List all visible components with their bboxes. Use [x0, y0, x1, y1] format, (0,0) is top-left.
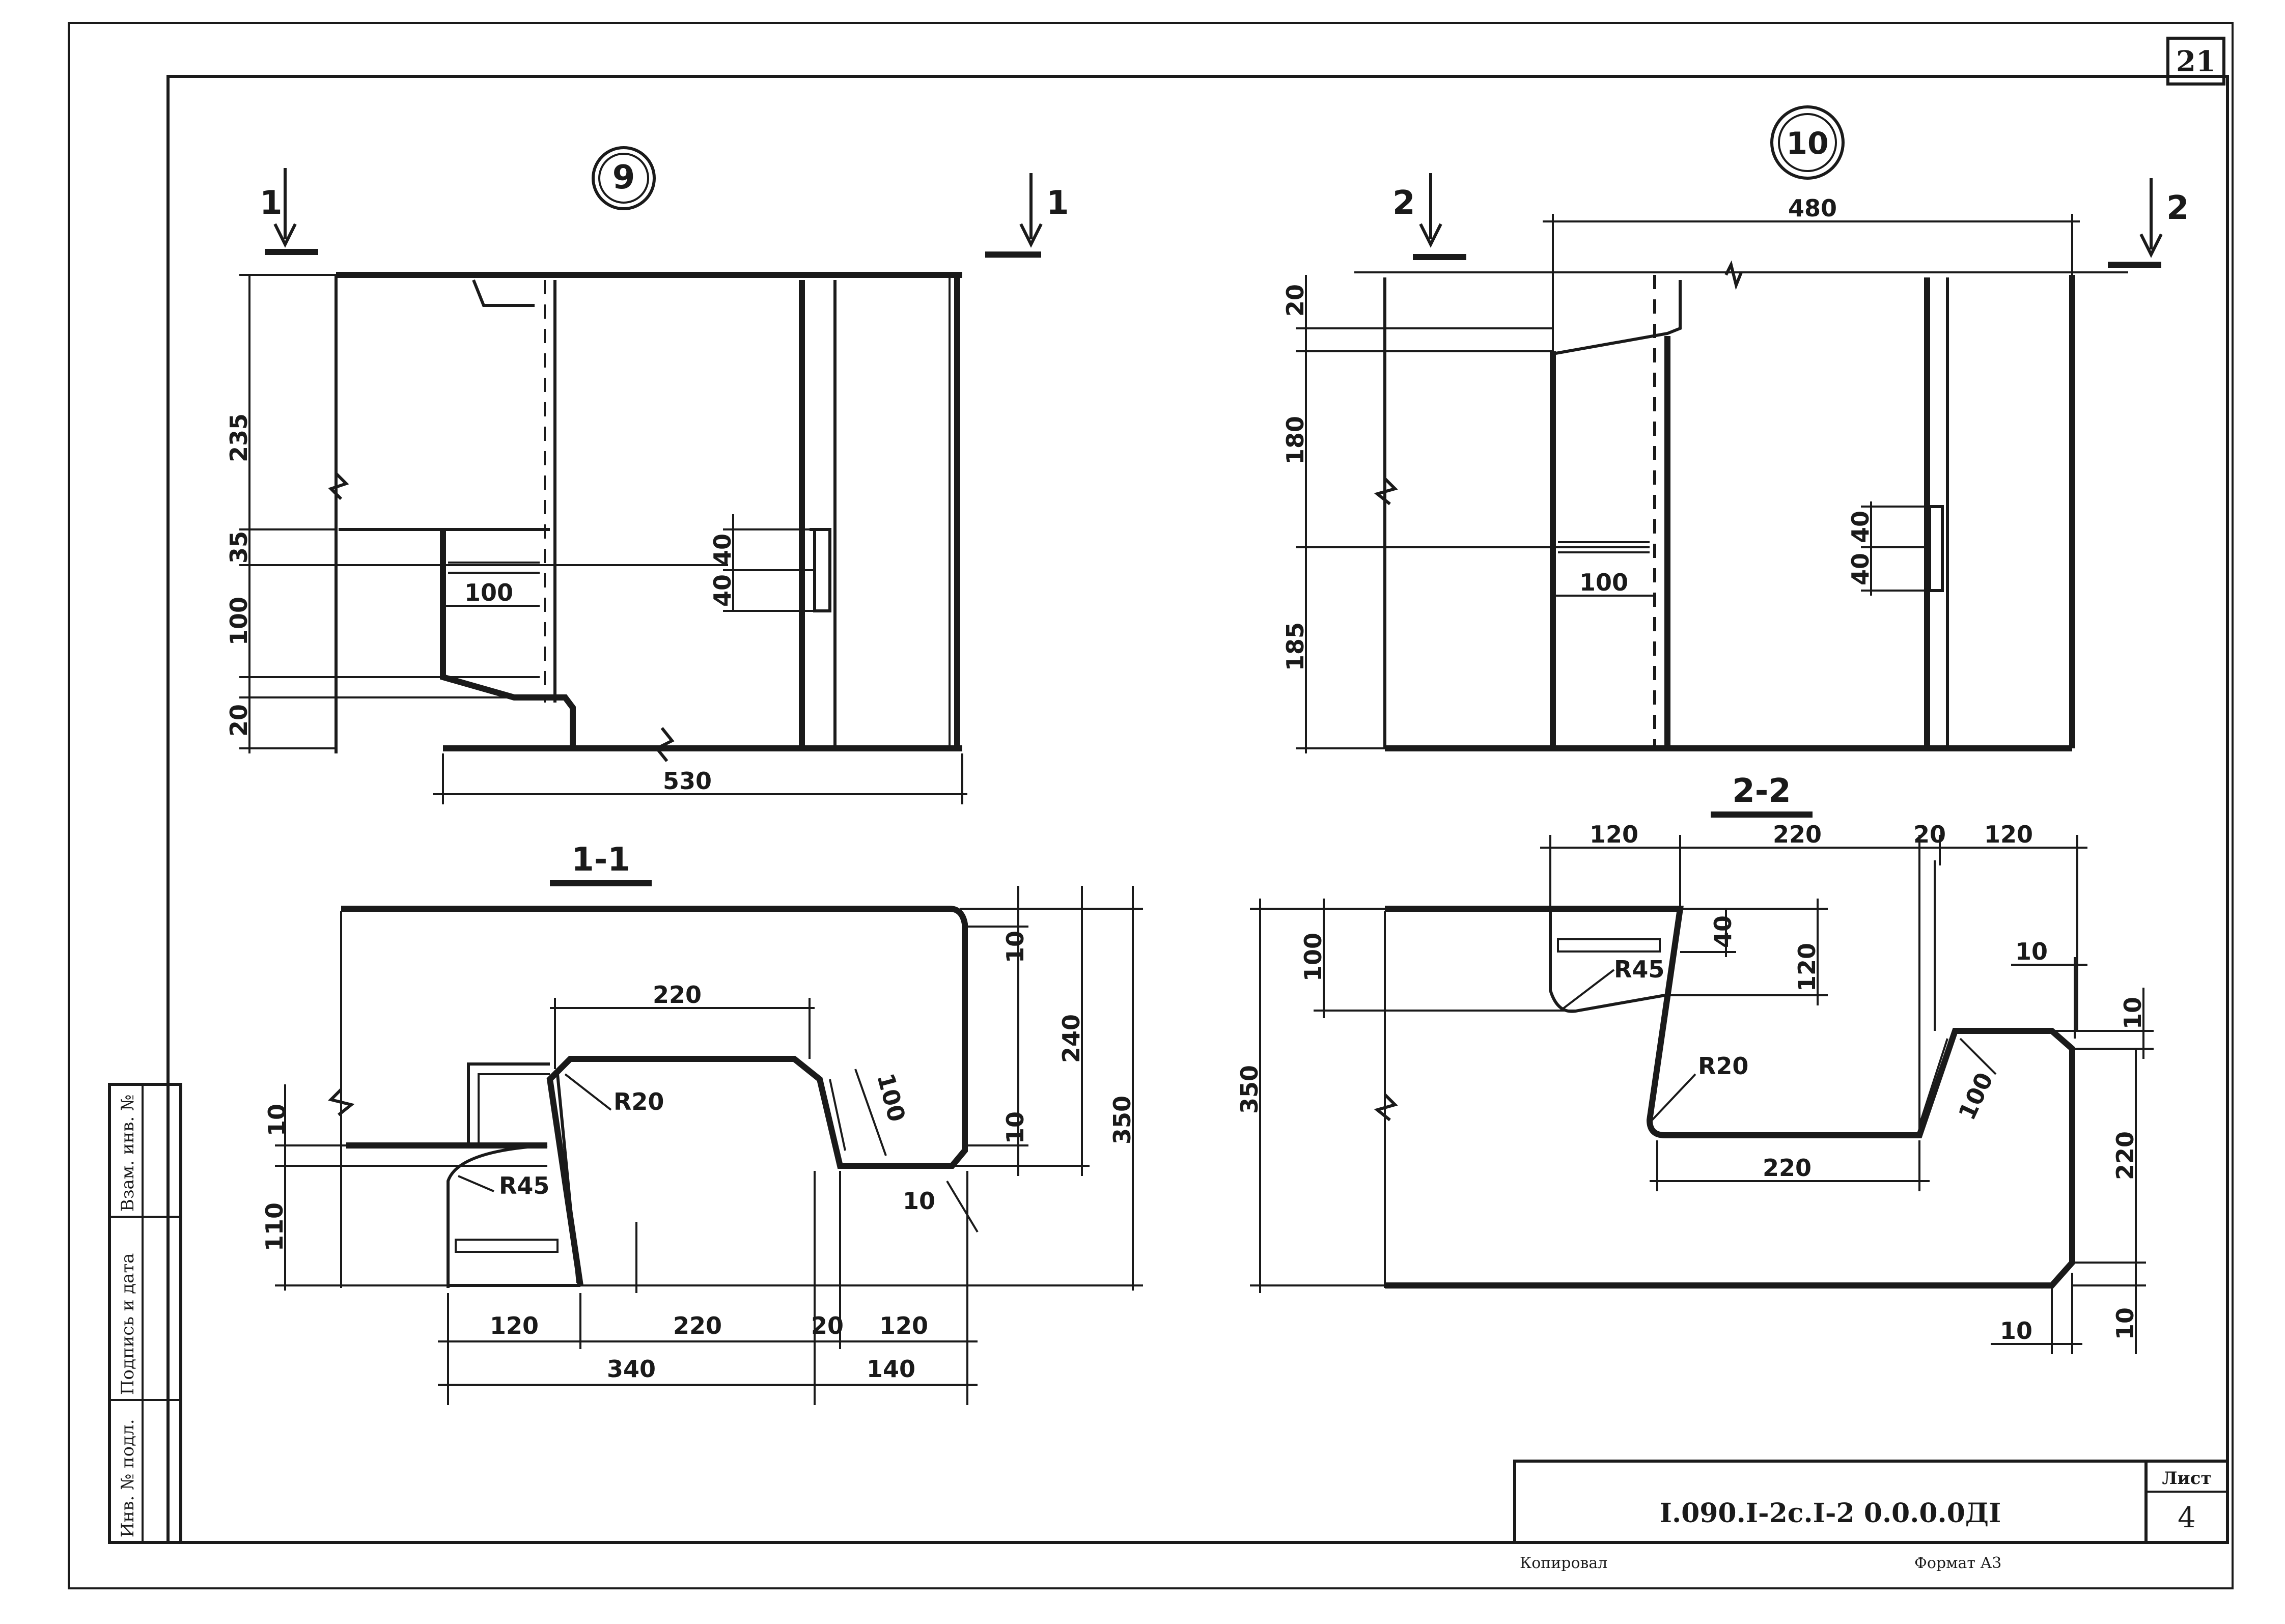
svg-text:120: 120: [490, 1312, 539, 1339]
stamp-inv-no: Инв. № подл.: [118, 1419, 138, 1537]
drawing-code: I.090.I-2c.I-2 0.0.0.0ДI: [1660, 1498, 2001, 1529]
svg-text:10: 10: [2111, 1307, 2139, 1340]
svg-text:R20: R20: [614, 1088, 664, 1115]
section-1-1: 1-1 R20 R45 220 100: [261, 841, 1143, 1405]
svg-text:10: 10: [263, 1104, 291, 1136]
svg-text:120: 120: [1590, 821, 1638, 848]
svg-text:35: 35: [225, 531, 253, 564]
svg-text:350: 350: [1236, 1065, 1263, 1114]
cut-mark-1-left: 1: [260, 168, 318, 255]
svg-text:140: 140: [867, 1355, 915, 1383]
svg-text:100: 100: [464, 579, 513, 606]
svg-text:2: 2: [1392, 184, 1415, 222]
svg-text:10: 10: [903, 1187, 935, 1215]
node-9-elevation: 9 1 1: [225, 146, 1069, 804]
svg-text:530: 530: [663, 767, 712, 795]
svg-text:180: 180: [1281, 416, 1309, 465]
svg-text:120: 120: [879, 1312, 928, 1339]
copied-label: Копировал: [1520, 1554, 1607, 1572]
title-block: I.090.I-2c.I-2 0.0.0.0ДI Лист 4 Копирова…: [1513, 1460, 2229, 1572]
stamp-signature-date: Подпись и дата: [118, 1253, 138, 1395]
svg-text:240: 240: [1057, 1014, 1085, 1063]
svg-text:10: 10: [1001, 931, 1029, 963]
sheet-frame: 21: [68, 22, 2234, 1589]
node-10-elevation: 10 2 2 480: [1281, 105, 2189, 753]
svg-text:10: 10: [2000, 1317, 2032, 1345]
svg-text:235: 235: [225, 413, 253, 462]
svg-text:480: 480: [1788, 194, 1837, 222]
svg-text:220: 220: [1773, 821, 1822, 848]
svg-text:120: 120: [1793, 943, 1821, 992]
svg-text:40: 40: [1847, 511, 1874, 543]
svg-text:1: 1: [260, 184, 283, 222]
svg-text:220: 220: [653, 981, 702, 1009]
sheet-label: Лист: [2162, 1468, 2211, 1489]
svg-text:20: 20: [1281, 284, 1309, 317]
svg-text:10: 10: [2119, 997, 2147, 1029]
svg-text:40: 40: [709, 534, 736, 566]
svg-text:350: 350: [1108, 1096, 1136, 1144]
svg-text:340: 340: [607, 1355, 656, 1383]
node-10-number: 10: [1786, 126, 1829, 161]
section-2-2-title: 2-2: [1732, 772, 1791, 810]
svg-text:220: 220: [1763, 1154, 1812, 1182]
side-stamp: Взам. инв. № Подпись и дата Инв. № подл.: [108, 1083, 182, 1544]
cut-mark-2-left: 2: [1392, 173, 1466, 260]
section-2-2: 2-2 R45 R20 120 220 20 120 100 350: [1236, 772, 2154, 1354]
cut-mark-2-right: 2: [2108, 178, 2189, 268]
svg-text:120: 120: [1984, 821, 2033, 848]
sheet-number: 4: [2178, 1501, 2196, 1534]
svg-text:110: 110: [261, 1202, 288, 1251]
format-label: Формат А3: [1914, 1554, 2001, 1572]
node-9-number: 9: [612, 159, 635, 197]
svg-text:20: 20: [225, 704, 253, 737]
cut-mark-1-right: 1: [985, 173, 1069, 258]
svg-text:40: 40: [1847, 553, 1874, 585]
svg-text:R45: R45: [1614, 956, 1664, 983]
stamp-replace-inv: Взам. инв. №: [118, 1095, 138, 1212]
svg-text:R45: R45: [499, 1172, 549, 1199]
svg-text:100: 100: [1579, 569, 1628, 596]
svg-text:10: 10: [2015, 938, 2048, 965]
svg-text:100: 100: [1953, 1068, 1999, 1124]
svg-text:100: 100: [872, 1070, 911, 1125]
svg-text:40: 40: [709, 574, 736, 607]
svg-text:10: 10: [1001, 1111, 1029, 1144]
svg-text:1: 1: [1046, 184, 1069, 222]
section-1-1-title: 1-1: [571, 841, 630, 879]
svg-text:100: 100: [1299, 933, 1327, 982]
svg-text:2: 2: [2166, 189, 2189, 227]
svg-text:220: 220: [673, 1312, 722, 1339]
svg-text:220: 220: [2111, 1131, 2139, 1180]
svg-text:185: 185: [1281, 622, 1309, 671]
svg-text:20: 20: [811, 1312, 844, 1339]
page-number: 21: [2176, 45, 2216, 78]
svg-text:40: 40: [1709, 915, 1737, 948]
svg-text:100: 100: [225, 597, 253, 646]
svg-text:20: 20: [1913, 821, 1946, 848]
svg-text:R20: R20: [1698, 1052, 1748, 1080]
